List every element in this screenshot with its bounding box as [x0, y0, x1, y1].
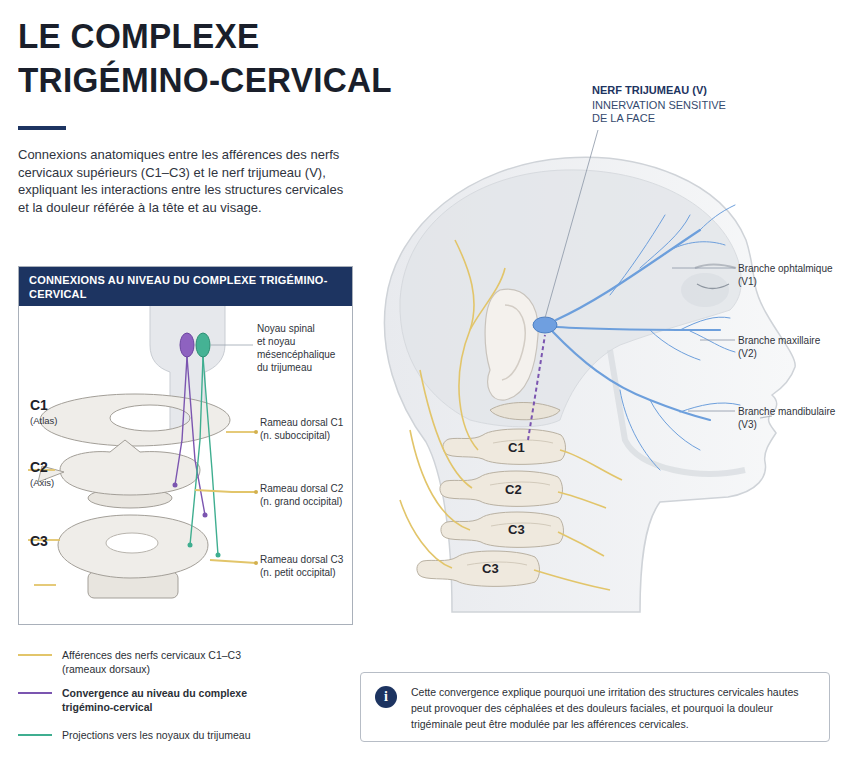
inset-illustration — [28, 300, 258, 598]
branch-label: Branche maxillaire (V2) — [738, 334, 838, 360]
nucleus-label: Noyau spinal et noyau mésencéphalique du… — [257, 322, 323, 374]
ramus-label: Rameau dorsal C1 (n. suboccipital) — [260, 416, 348, 442]
panel-heading: CONNEXIONS AU NIVEAU DU COMPLEXE TRIGÉMI… — [19, 267, 352, 306]
legend-entry: Afférences des nerfs cervicaux C1–C3 (ra… — [18, 648, 277, 678]
branch-label: Branche mandibulaire (V3) — [738, 405, 838, 431]
legend-text: Projections vers les noyaux du trijumeau — [62, 728, 322, 742]
vertebra-label: C1 — [30, 397, 48, 413]
nerve-title: NERF TRIJUMEAU (V) — [592, 84, 707, 97]
vertebra-sublabel: (Atlas) — [30, 415, 57, 427]
vertebra-label: C2 — [30, 459, 48, 475]
legend-text: Afférences des nerfs cervicaux C1–C3 (ra… — [62, 648, 277, 676]
vertebra-label: C3 — [30, 533, 48, 549]
ramus-label: Rameau dorsal C3 (n. petit occipital) — [260, 553, 355, 579]
legend-swatch — [18, 728, 52, 742]
title-rule — [18, 126, 66, 130]
legend-swatch — [18, 686, 52, 700]
vertebra-label: C1 — [508, 440, 525, 455]
legend-line — [18, 734, 52, 736]
info-box: Cette convergence explique pourquoi une … — [360, 672, 830, 742]
diagram-title: LE COMPLEXE TRIGÉMINO-CERVICAL — [18, 14, 417, 102]
ramus-label: Rameau dorsal C2 (n. grand occipital) — [260, 482, 355, 508]
legend-line — [18, 654, 52, 656]
diagram-caption: Connexions anatomiques entre les afféren… — [18, 146, 348, 216]
info-note: Cette convergence explique pourquoi une … — [411, 684, 821, 732]
vertebra-sublabel: (Axis) — [30, 477, 54, 489]
legend-line — [18, 692, 52, 694]
vertebra-label: C3 — [482, 561, 499, 576]
legend-swatch — [18, 648, 52, 662]
legend-text: Convergence au niveau du complexe trigém… — [62, 686, 262, 714]
vertebra-label: C2 — [505, 482, 522, 497]
info-icon-letter: i — [375, 686, 397, 708]
nerve-subtitle: INNERVATION SENSITIVE DE LA FACE — [592, 99, 740, 125]
info-icon: i — [375, 686, 397, 708]
legend-entry: Convergence au niveau du complexe trigém… — [18, 686, 262, 716]
vertebra-label: C3 — [508, 522, 525, 537]
legend-entry: Projections vers les noyaux du trijumeau — [18, 728, 322, 758]
branch-label: Branche ophtalmique (V1) — [738, 262, 838, 288]
head-illustration — [384, 130, 795, 612]
